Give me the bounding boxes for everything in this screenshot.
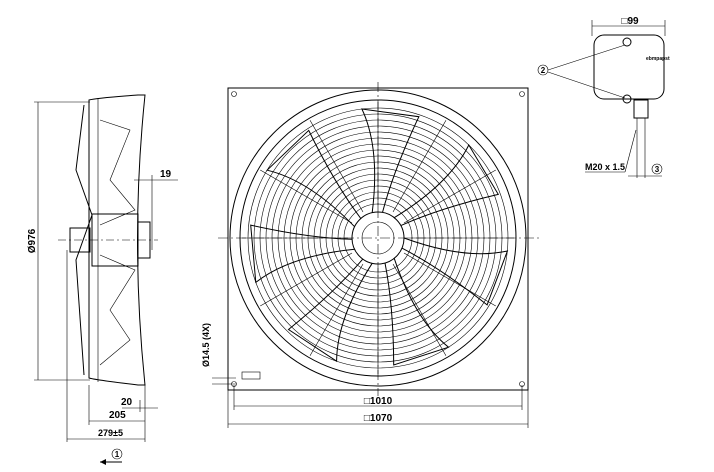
grill-spoke [309, 263, 364, 356]
dim-20-label: 20 [121, 397, 133, 408]
label-plate [241, 371, 261, 380]
fan-blade [384, 258, 450, 366]
shroud-outline [88, 94, 146, 386]
fan-blade [287, 258, 373, 363]
grill-spoke [403, 252, 496, 307]
fan-blade [361, 108, 420, 213]
motor-body [91, 213, 139, 267]
fan-blade [401, 237, 509, 306]
grill-spoke [392, 120, 447, 213]
hole-diameter-label: Ø14.5 (4X) [201, 323, 211, 367]
callout-1-circle [111, 448, 123, 460]
side-view: Ø976 19 20 205 279±5 1 [27, 94, 178, 465]
dim-99-label: □99 [621, 16, 639, 27]
callout-2-label: 2 [541, 66, 546, 75]
hub [351, 211, 405, 265]
fan-blade [393, 143, 500, 227]
mounting-hole [519, 91, 525, 97]
grill-spoke [260, 252, 353, 307]
mounting-hole [231, 91, 237, 97]
grill-spoke [260, 169, 353, 224]
impeller-blades [250, 108, 509, 366]
terminal-box [593, 34, 665, 100]
thread-label: M20 x 1.5 [585, 162, 625, 172]
dim-279-label: 279±5 [98, 428, 123, 438]
callout-3-label: 3 [655, 165, 660, 174]
brand-mark: ebmpapst [646, 56, 670, 62]
junction-box: ebmpapst □99 2 M20 x 1.5 3 [537, 16, 670, 178]
grill-spoke [309, 120, 364, 213]
front-view: Ø14.5 (4X) □1010 □1070 [201, 82, 540, 428]
dim-205-label: 205 [109, 410, 126, 421]
callout-1-label: 1 [115, 450, 120, 459]
blade-profile [99, 119, 136, 366]
dim-1010-label: □1010 [364, 396, 393, 407]
grill-spoke [403, 169, 496, 224]
fan-blade [250, 224, 355, 284]
dim-19-label: 19 [160, 169, 172, 180]
diameter-976-label: Ø976 [27, 228, 38, 253]
cable-gland [633, 99, 649, 119]
fan-blade [266, 129, 362, 228]
dim-1070-label: □1070 [364, 413, 393, 424]
